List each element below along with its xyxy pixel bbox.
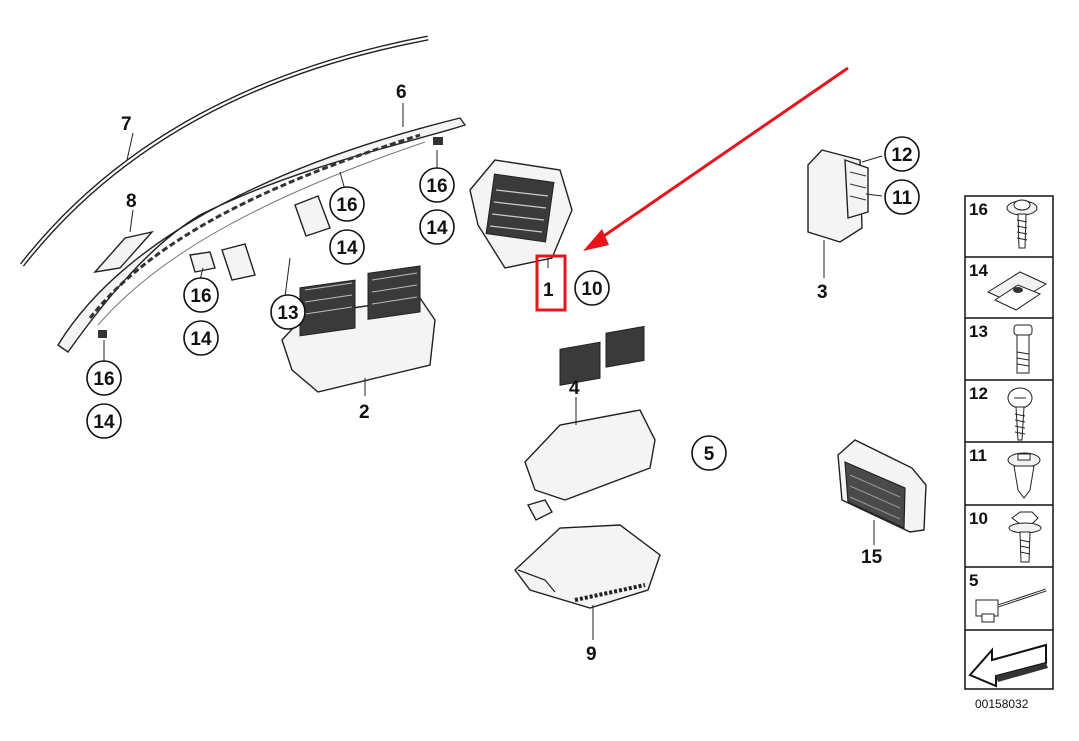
circle-callout-14d: 14: [86, 403, 122, 439]
part-9-duct: [514, 524, 661, 609]
flange-bolt-icon: [1006, 199, 1038, 249]
circle-callout-14c: 14: [183, 320, 219, 356]
callout-3: 3: [817, 282, 828, 303]
callout-4: 4: [569, 378, 580, 399]
circled-callouts: 16 14 16 14 16 14 16 14 13 10 12 11 5: [86, 136, 920, 471]
circle-callout-16d: 16: [86, 360, 122, 396]
svg-text:16: 16: [336, 195, 357, 216]
circle-callout-16a: 16: [419, 167, 455, 203]
circle-callout-5: 5: [691, 435, 727, 471]
svg-text:12: 12: [891, 145, 912, 166]
circle-callout-14b: 14: [329, 229, 365, 265]
diagram-id: 00158032: [975, 697, 1029, 711]
svg-text:14: 14: [93, 412, 115, 433]
callout-1: 1: [543, 280, 554, 301]
callout-8: 8: [126, 191, 137, 212]
plain-callouts: 7 6 8 2 3 4 9 15 1: [121, 82, 883, 665]
part-8-plate: [93, 230, 154, 273]
clip-nut-icon: [986, 271, 1048, 311]
highlight-arrow: [597, 66, 849, 242]
circle-callout-14a: 14: [419, 209, 455, 245]
legend-11: 11: [969, 446, 987, 465]
part-7-seal-strip: [20, 35, 429, 267]
callout-15: 15: [861, 547, 883, 568]
red-highlight: [535, 66, 849, 312]
circle-callout-16b: 16: [329, 186, 365, 222]
tapping-screw-icon: [1007, 387, 1033, 441]
screw-icon: [1013, 324, 1033, 374]
fastener-legend: 16 14 13 12 11 10 5: [964, 195, 1054, 690]
hex-bolt-icon: [1008, 511, 1042, 563]
part-1-vent: [469, 159, 573, 269]
svg-text:5: 5: [704, 444, 715, 465]
connector-icon: [975, 588, 1047, 623]
circle-callout-16c: 16: [183, 277, 219, 313]
circle-callout-11: 11: [884, 179, 920, 215]
svg-text:14: 14: [426, 218, 448, 239]
legend-13: 13: [969, 322, 988, 341]
callout-7: 7: [121, 114, 132, 135]
svg-text:16: 16: [190, 286, 211, 307]
svg-text:14: 14: [190, 329, 212, 350]
part-15-box-vent: [837, 439, 927, 533]
callout-6: 6: [396, 82, 407, 103]
callout-2: 2: [359, 402, 370, 423]
direction-arrow-icon: [968, 643, 1048, 688]
part-3-side-vent: [807, 149, 869, 243]
legend-12: 12: [969, 384, 988, 403]
part-2-center-vent: [281, 265, 436, 393]
part-6-vent-channel: [57, 117, 467, 353]
expanding-rivet-icon: [1007, 452, 1041, 499]
svg-text:11: 11: [892, 188, 913, 209]
svg-text:16: 16: [93, 369, 114, 390]
svg-text:14: 14: [336, 238, 358, 259]
callout-9: 9: [586, 644, 597, 665]
part-4-console-vent: [524, 325, 656, 521]
legend-10: 10: [969, 509, 988, 528]
circle-callout-12: 12: [884, 136, 920, 172]
legend-16: 16: [969, 200, 988, 219]
legend-14: 14: [969, 261, 988, 280]
circle-callout-13: 13: [270, 294, 306, 330]
legend-5: 5: [969, 571, 978, 590]
svg-text:10: 10: [581, 279, 602, 300]
arrow-head-icon: [583, 229, 609, 251]
highlight-box: [535, 254, 567, 312]
svg-text:13: 13: [277, 303, 298, 324]
circle-callout-10: 10: [574, 270, 610, 306]
svg-text:16: 16: [426, 176, 447, 197]
